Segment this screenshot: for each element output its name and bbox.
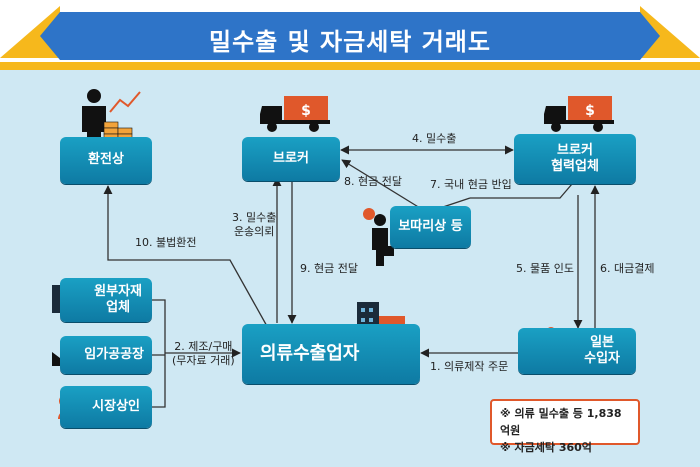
svg-text:$: $ xyxy=(301,103,311,119)
summary-note: ※ 의류 밀수출 등 1,838억원 ※ 자금세탁 360억 xyxy=(490,399,640,454)
note-line-1: ※ 의류 밀수출 등 1,838억원 xyxy=(500,407,622,437)
node-material-supplier: 원부자재 업체 xyxy=(60,278,152,322)
node-broker: 브로커 xyxy=(242,137,340,181)
title-banner xyxy=(0,0,700,70)
money-truck-icon: $ xyxy=(544,96,614,132)
edge-label-3-line1: 3. 밀수출 xyxy=(232,211,277,224)
node-importer: 일본 수입자 xyxy=(518,328,636,374)
svg-text:$: $ xyxy=(585,103,595,119)
node-exchanger: 환전상 xyxy=(60,137,152,184)
edge-label-4: 4. 밀수출 xyxy=(412,132,457,145)
edge-label-8: 8. 현금 전달 xyxy=(344,175,402,188)
edge-label-9: 9. 현금 전달 xyxy=(300,262,358,275)
money-truck-icon: $ xyxy=(260,96,330,132)
edge-label-3-line2: 운송의뢰 xyxy=(233,225,275,239)
edge-label-1: 1. 의류제작 주문 xyxy=(430,360,509,373)
node-bottari: 보따리상 등 xyxy=(390,206,471,248)
node-broker-partner: 브로커 협력업체 xyxy=(514,134,636,184)
node-exporter: 의류수출업자 xyxy=(242,324,420,384)
edge-label-3: 3. 밀수출 운송의뢰 xyxy=(232,211,276,240)
edge-label-2-line2: (무자료 거래) xyxy=(172,354,235,368)
edge-label-2: 2. 제조/구매 (무자료 거래) xyxy=(172,340,235,369)
page-title: 밀수출 및 자금세탁 거래도 xyxy=(209,28,491,56)
courier-person-icon xyxy=(363,208,394,266)
node-subcontract-factory: 임가공공장 xyxy=(60,336,152,374)
edge-label-7: 7. 국내 현금 반입 xyxy=(430,178,512,191)
edge-label-6: 6. 대금결제 xyxy=(600,262,655,275)
note-line-2: ※ 자금세탁 360억 xyxy=(500,441,592,454)
edge-label-10: 10. 불법환전 xyxy=(135,236,197,249)
edge-label-2-line1: 2. 제조/구매 xyxy=(174,340,233,353)
edge-label-5: 5. 물품 인도 xyxy=(516,262,574,275)
node-market-merchant: 시장상인 xyxy=(60,386,152,428)
